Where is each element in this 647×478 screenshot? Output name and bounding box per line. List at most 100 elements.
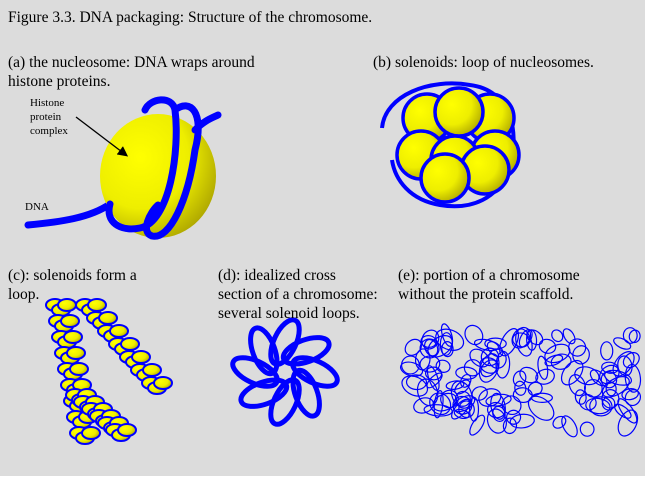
dna-loop [617, 409, 639, 437]
chromosome-portion [399, 323, 642, 438]
dna-loop [424, 366, 443, 381]
dna-loop [423, 404, 453, 417]
dna-loop [469, 348, 490, 368]
dna-loop [460, 373, 472, 388]
dna-loop [552, 415, 567, 429]
dna-loop [416, 378, 439, 407]
histone-label-1: Histone [30, 97, 65, 109]
nucleosome [63, 330, 83, 344]
dna-loop [440, 389, 459, 409]
dna-loop [486, 341, 504, 358]
dna-loop [404, 338, 422, 356]
figure-title: Figure 3.3. DNA packaging: Structure of … [8, 9, 373, 26]
dna-loop [574, 389, 587, 405]
dna-loop [551, 329, 564, 343]
dna-loop [622, 327, 638, 344]
nucleosome [98, 311, 118, 325]
dna-loop [419, 338, 440, 359]
nucleosome [60, 314, 80, 328]
panel-e-caption-1: (e): portion of a chromosome [398, 267, 580, 284]
solenoid [380, 81, 521, 209]
dna-loop [560, 359, 584, 386]
panel-d-caption-2: section of a chromosome: [218, 286, 378, 303]
panel-b-caption: (b) solenoids: loop of nucleosomes. [373, 54, 594, 71]
dna-loop [490, 392, 506, 420]
panel-d-caption-1: (d): idealized cross [218, 267, 336, 284]
dna-loop [427, 335, 453, 358]
dna-loop [601, 361, 619, 374]
dna-loop [453, 408, 470, 420]
dna-loop [544, 343, 571, 364]
dna-label: DNA [25, 201, 49, 213]
dna-loop [478, 388, 502, 407]
dna-loop [455, 366, 478, 380]
dna-loop [473, 338, 500, 352]
dna-loop [441, 341, 454, 358]
dna-loop [604, 369, 633, 386]
panel-a-caption-1: (a) the nucleosome: DNA wraps around [8, 54, 255, 71]
dna-loop [621, 388, 639, 401]
dna-loop [458, 400, 475, 419]
dna-loop [413, 397, 435, 414]
dna-loop [400, 355, 420, 375]
dna-loop [550, 353, 572, 370]
dna-loop [452, 395, 476, 413]
dna-loop [419, 355, 441, 373]
panel-a-caption-2: histone proteins. [8, 73, 111, 90]
dna-loop [579, 421, 595, 437]
dna-loop [509, 413, 535, 429]
nucleosome [142, 363, 162, 377]
nucleosome [419, 152, 471, 204]
histone-protein-complex [100, 114, 216, 238]
dna-loop [572, 345, 590, 365]
nucleosome [81, 426, 101, 440]
dna-loop [526, 329, 538, 351]
nucleosome [109, 324, 129, 338]
nucleosome [117, 423, 137, 437]
dna-strand [24, 200, 114, 229]
dna-loop [561, 415, 578, 438]
panel-c-caption-2: loop. [8, 286, 40, 303]
dna-loop [617, 398, 638, 424]
dna-loop [535, 368, 555, 385]
dna-loop [450, 380, 473, 409]
dna-loop [589, 396, 613, 417]
dna-loop [423, 338, 439, 357]
dna-loop [414, 348, 431, 371]
nucleosome [69, 362, 89, 376]
nucleosome [153, 376, 173, 390]
solenoid-loop [248, 325, 280, 377]
dna-loop [562, 328, 576, 345]
arrow [75, 116, 129, 157]
panel-c-caption-1: (c): solenoids form a [8, 267, 137, 284]
dna-loop [445, 380, 465, 390]
dna-loop [512, 387, 533, 404]
dna-loop [485, 393, 512, 407]
dna-loop [435, 359, 451, 373]
dna-loop [568, 374, 586, 397]
dna-loop [578, 393, 597, 411]
dna-loop [600, 341, 614, 361]
dna-loop [574, 366, 600, 386]
dna-loop [502, 417, 518, 435]
dna-loop [514, 380, 527, 396]
dna-loop [537, 355, 549, 380]
dna-loop [401, 375, 429, 397]
dna-loop [478, 353, 500, 383]
dna-loop [601, 389, 620, 409]
dna-loop [486, 408, 507, 434]
dna-loop [501, 395, 522, 416]
dna-loop [506, 409, 522, 425]
nucleosome [120, 337, 140, 351]
dna-loop [469, 414, 486, 436]
dna-loop [527, 381, 543, 397]
dna-loop [435, 328, 465, 351]
chromosome-cross-section [230, 317, 340, 427]
panel-e-caption-2: without the protein scaffold. [398, 286, 574, 303]
dna-loop [464, 324, 484, 346]
dna-wrap [105, 96, 222, 240]
dna-loop [429, 392, 452, 416]
nucleosome [87, 298, 107, 312]
dna-loop [511, 326, 532, 349]
